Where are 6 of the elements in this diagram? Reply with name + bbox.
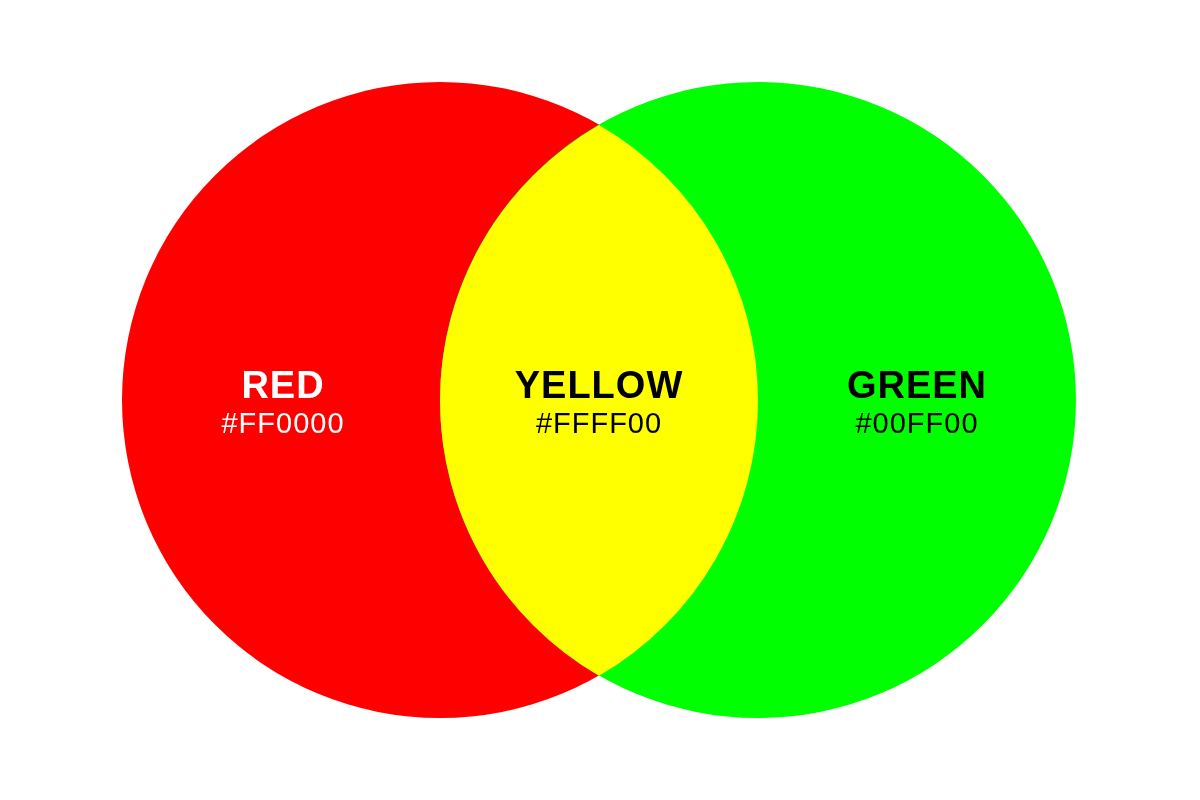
region-title: YELLOW <box>514 364 684 406</box>
region-title: GREEN <box>846 364 988 406</box>
hex-code: #FFFF00 <box>535 406 663 440</box>
hex-code: #00FF00 <box>855 406 979 440</box>
hex-code: #FF0000 <box>221 406 345 440</box>
region-title: RED <box>241 364 325 406</box>
